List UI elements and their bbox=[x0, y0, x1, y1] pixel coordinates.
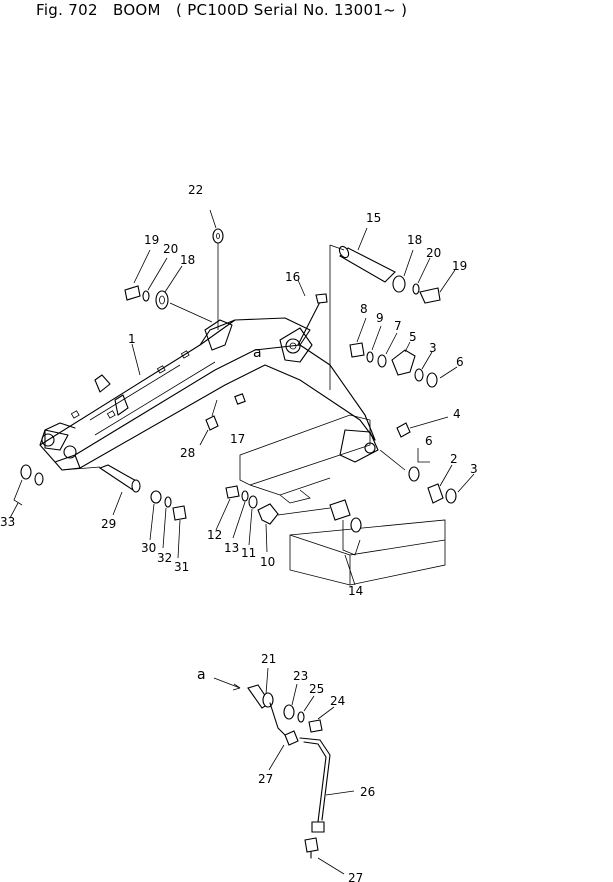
callout-19: 19 bbox=[144, 233, 159, 247]
left-pin-set bbox=[124, 249, 213, 323]
callout-12: 12 bbox=[207, 528, 222, 542]
boom-body bbox=[39, 317, 379, 471]
callout-22: 22 bbox=[188, 183, 203, 197]
callout-10: 10 bbox=[260, 555, 275, 569]
callout-20: 20 bbox=[163, 242, 178, 256]
callout-18: 18 bbox=[180, 253, 195, 267]
callout-ref-a: a bbox=[197, 667, 206, 683]
callout-3: 3 bbox=[429, 341, 437, 355]
head-pin-group bbox=[61, 464, 187, 559]
callout-2: 2 bbox=[450, 452, 458, 466]
detail-a-assembly bbox=[213, 667, 355, 875]
part-17-bushing bbox=[234, 393, 246, 405]
foot-pin-group bbox=[215, 485, 331, 553]
part-22-washer bbox=[209, 209, 224, 330]
callout-16: 16 bbox=[285, 270, 300, 284]
part-1-leader bbox=[131, 343, 141, 376]
callout-31: 31 bbox=[174, 560, 189, 574]
callout-33: 33 bbox=[0, 515, 15, 529]
callout-18: 18 bbox=[407, 233, 422, 247]
right-lower-pin-group bbox=[379, 448, 475, 504]
callout-3: 3 bbox=[470, 462, 478, 476]
callout-21: 21 bbox=[261, 652, 276, 666]
callout-27: 27 bbox=[348, 871, 363, 882]
callout-9: 9 bbox=[376, 311, 384, 325]
callout-8: 8 bbox=[360, 302, 368, 316]
callout-ref-a: a bbox=[253, 345, 262, 361]
part-28-fitting bbox=[199, 399, 219, 446]
callout-14: 14 bbox=[348, 584, 363, 598]
callout-29: 29 bbox=[101, 517, 116, 531]
callout-28: 28 bbox=[180, 446, 195, 460]
callout-7: 7 bbox=[394, 319, 402, 333]
callout-6: 6 bbox=[425, 434, 433, 448]
callout-1: 1 bbox=[128, 332, 136, 346]
callout-26: 26 bbox=[360, 785, 375, 799]
callout-4: 4 bbox=[453, 407, 461, 421]
part-14-bushing bbox=[329, 499, 362, 586]
part-4-fitting bbox=[396, 416, 449, 438]
callout-19: 19 bbox=[452, 259, 467, 273]
callout-5: 5 bbox=[409, 330, 417, 344]
part-15-pin bbox=[329, 227, 456, 390]
callout-20: 20 bbox=[426, 246, 441, 260]
figure-title: Fig. 702 BOOM ( PC100D Serial No. 13001~… bbox=[36, 1, 408, 19]
callout-17: 17 bbox=[230, 432, 245, 446]
machine-body-outline bbox=[239, 414, 446, 586]
callout-11: 11 bbox=[241, 546, 256, 560]
callout-15: 15 bbox=[366, 211, 381, 225]
callout-13: 13 bbox=[224, 541, 239, 555]
callout-23: 23 bbox=[293, 669, 308, 683]
callout-labels: 1 2 3 3 4 5 6 6 7 8 9 10 11 12 13 14 15 … bbox=[0, 183, 478, 882]
part-16-bolt bbox=[297, 279, 328, 346]
part-33-bushing bbox=[9, 464, 44, 519]
callout-25: 25 bbox=[309, 682, 324, 696]
callout-6: 6 bbox=[456, 355, 464, 369]
callout-24: 24 bbox=[330, 694, 345, 708]
right-upper-pin-group bbox=[349, 317, 458, 388]
callout-27: 27 bbox=[258, 772, 273, 786]
callout-32: 32 bbox=[157, 551, 172, 565]
callout-30: 30 bbox=[141, 541, 156, 555]
